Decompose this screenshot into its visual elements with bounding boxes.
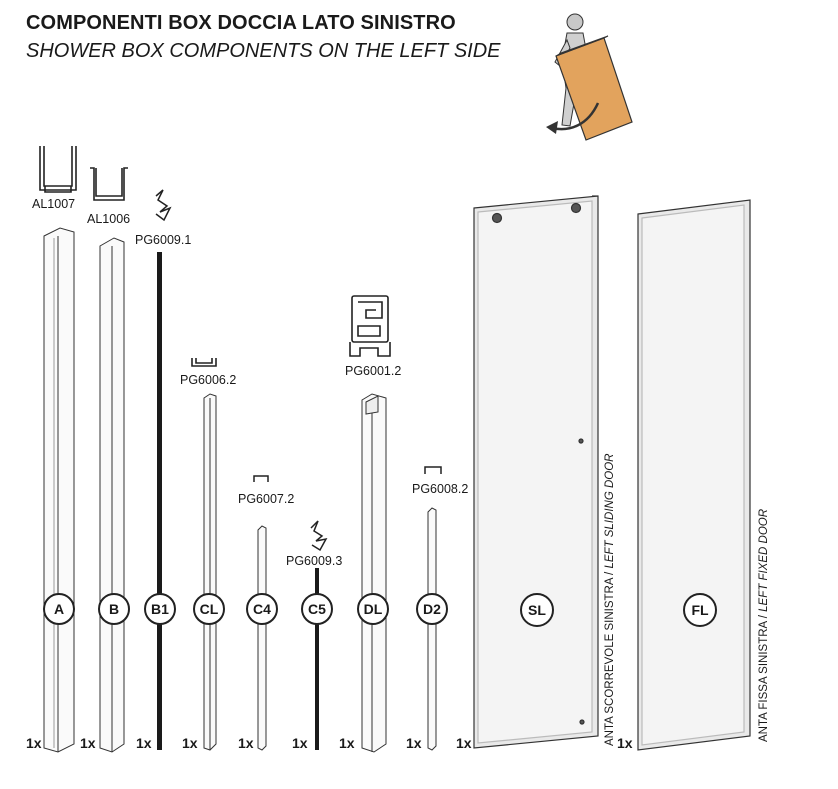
qty-c5: 1x — [292, 735, 308, 751]
qty-b1: 1x — [136, 735, 152, 751]
door-label-sl-it: ANTA SCORREVOLE SINISTRA / — [604, 568, 616, 746]
code-label-b: AL1006 — [87, 212, 131, 226]
door-label-sl: ANTA SCORREVOLE SINISTRA / LEFT SLIDING … — [604, 454, 616, 746]
code-label-d2: PG6008.2 — [412, 482, 469, 496]
code-label-cl: PG6006.2 — [180, 373, 237, 387]
profile-section-al1007 — [39, 146, 77, 193]
code-label-dl: PG6001.2 — [345, 364, 402, 378]
profile-cl — [203, 393, 217, 751]
qty-fl: 1x — [617, 735, 633, 751]
person-carrying-panel-icon — [546, 13, 633, 141]
qty-b: 1x — [80, 735, 96, 751]
profile-section-pg6001-2 — [349, 295, 391, 357]
code-label-c4: PG6007.2 — [238, 492, 295, 506]
door-panel-fl — [637, 199, 751, 751]
badge-a: A — [43, 593, 75, 625]
door-label-sl-en: LEFT SLIDING DOOR — [604, 453, 616, 569]
qty-d2: 1x — [406, 735, 422, 751]
code-label-a: AL1007 — [32, 197, 76, 211]
badge-cl: CL — [193, 593, 225, 625]
page-subtitle: SHOWER BOX COMPONENTS ON THE LEFT SIDE — [26, 40, 501, 62]
code-label-b1: PG6009.1 — [135, 233, 192, 247]
door-panel-sl — [473, 195, 599, 749]
qty-a: 1x — [26, 735, 42, 751]
badge-fl: FL — [683, 593, 717, 627]
badge-d2: D2 — [416, 593, 448, 625]
door-label-fl-it: ANTA FISSA SINISTRA / — [758, 611, 770, 742]
seal-b1 — [157, 252, 162, 750]
profile-a — [43, 227, 75, 753]
seal-section-pg6009-3 — [310, 520, 328, 552]
profile-dl — [361, 393, 387, 753]
code-label-c5: PG6009.3 — [286, 554, 343, 568]
profile-section-al1006 — [90, 167, 128, 201]
profile-b — [99, 237, 125, 753]
badge-dl: DL — [357, 593, 389, 625]
qty-dl: 1x — [339, 735, 355, 751]
profile-c4 — [257, 525, 267, 751]
badge-b1: B1 — [144, 593, 176, 625]
seal-section-pg6009-1 — [155, 189, 172, 222]
profile-section-pg6007-2 — [253, 475, 269, 482]
door-label-fl: ANTA FISSA SINISTRA / LEFT FIXED DOOR — [758, 509, 770, 742]
door-label-fl-en: LEFT FIXED DOOR — [758, 508, 770, 612]
profile-section-pg6008-2 — [424, 466, 442, 474]
badge-sl: SL — [520, 593, 554, 627]
seal-c5 — [315, 568, 319, 750]
badge-b: B — [98, 593, 130, 625]
profile-d2 — [427, 507, 437, 751]
qty-cl: 1x — [182, 735, 198, 751]
badge-c5: C5 — [301, 593, 333, 625]
qty-sl: 1x — [456, 735, 472, 751]
qty-c4: 1x — [238, 735, 254, 751]
page-title: COMPONENTI BOX DOCCIA LATO SINISTRO — [26, 12, 456, 34]
profile-section-pg6006-2 — [191, 358, 217, 367]
badge-c4: C4 — [246, 593, 278, 625]
